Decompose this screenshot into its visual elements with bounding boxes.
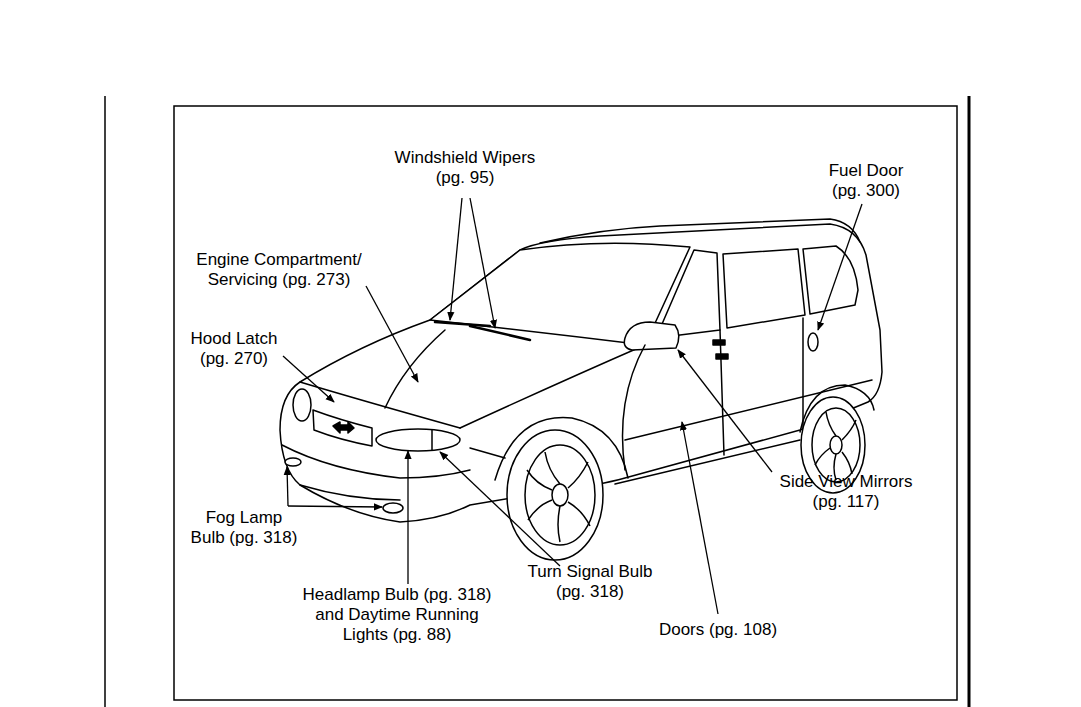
figure-frame (174, 106, 957, 700)
callout-label: Doors (pg. 108) (648, 620, 788, 640)
callout-label: Side View Mirrors (pg. 117) (772, 472, 920, 512)
callout-label: Windshield Wipers (pg. 95) (385, 148, 545, 188)
callout-label: Turn Signal Bulb (pg. 318) (519, 562, 661, 602)
callout-label: Engine Compartment/ Servicing (pg. 273) (189, 250, 369, 290)
callout-label: Fuel Door (pg. 300) (820, 161, 912, 201)
callout-label: Fog Lamp Bulb (pg. 318) (189, 508, 300, 548)
callout-label: Hood Latch (pg. 270) (183, 329, 285, 369)
page-rule (968, 96, 971, 707)
callout-label: Headlamp Bulb (pg. 318) and Daytime Runn… (297, 585, 497, 645)
leader-line (283, 198, 862, 614)
page-rule (104, 96, 106, 707)
